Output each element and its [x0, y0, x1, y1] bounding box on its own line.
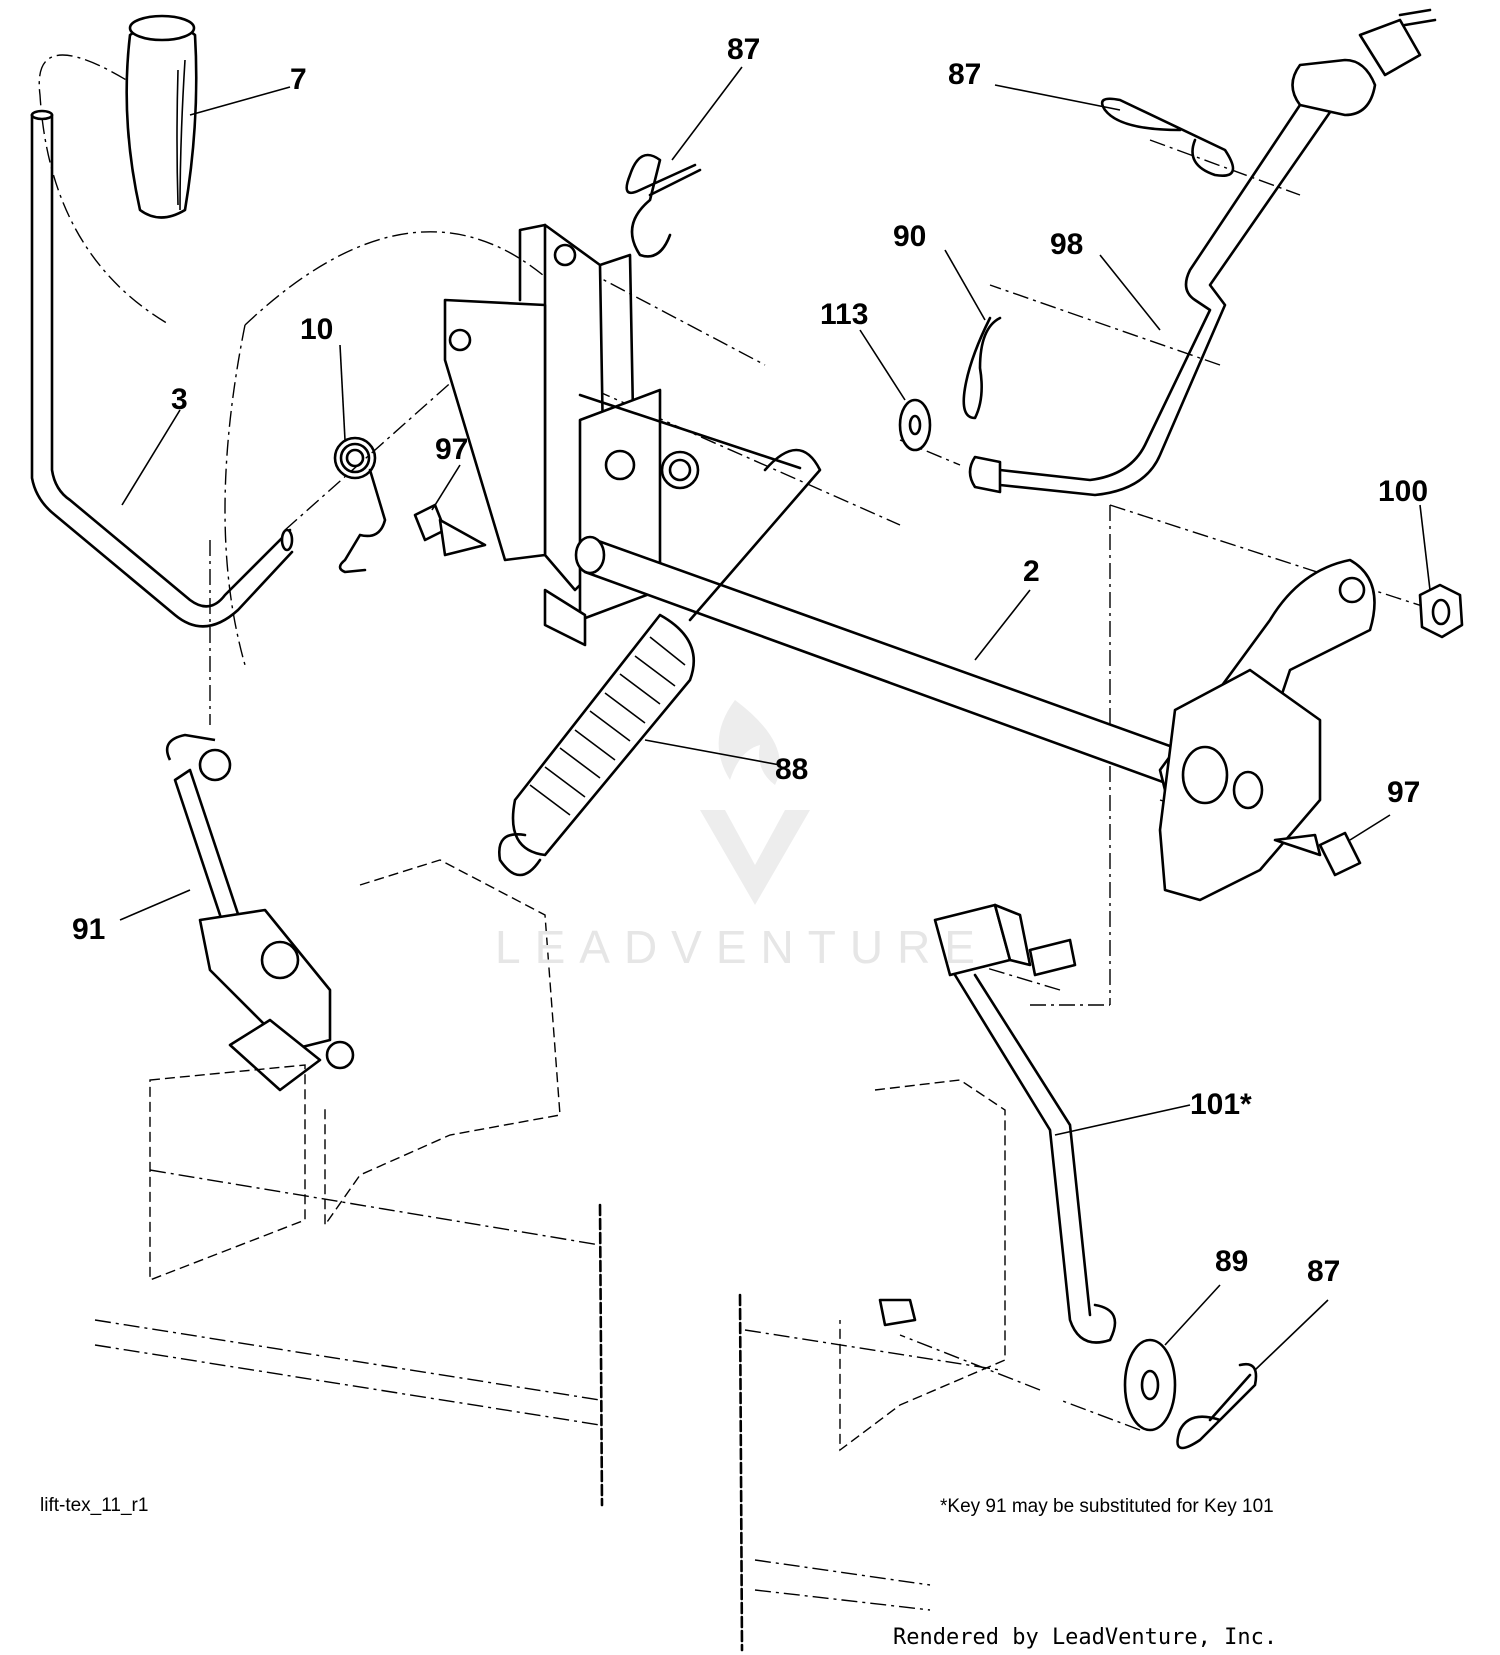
part-113-washer: [898, 398, 932, 452]
watermark-text: LEADVENTURE: [495, 921, 989, 973]
diagram-id: lift-tex_11_r1: [40, 1495, 149, 1516]
deck-bracket-right: [738, 1079, 1006, 1652]
part-97-bolt-right: [1273, 831, 1362, 877]
footnote: *Key 91 may be substituted for Key 101: [940, 1496, 1274, 1517]
deck-bracket-left: [94, 859, 604, 1507]
callout-97-left: 97: [435, 433, 469, 466]
callout-87-top: 87: [727, 33, 761, 66]
callout-2: 2: [1023, 555, 1040, 588]
part-89-washer: [1123, 1338, 1177, 1432]
callout-87-bottom: 87: [1307, 1255, 1341, 1288]
part-87-clip-top: [625, 153, 702, 258]
part-87-clip-upper-right: [1100, 97, 1235, 177]
callout-10: 10: [300, 313, 334, 346]
part-88-extension-spring: [497, 613, 695, 877]
callout-88: 88: [775, 753, 809, 786]
part-10-spring: [333, 436, 387, 574]
part-7-grip: [125, 14, 198, 219]
callout-7: 7: [290, 63, 307, 96]
callout-89: 89: [1215, 1245, 1249, 1278]
part-101-lift-link: [933, 903, 1117, 1344]
callout-87-upper-right: 87: [948, 58, 982, 91]
leader-lines: [119, 66, 1431, 1371]
callout-3: 3: [171, 383, 188, 416]
callout-113: 113: [820, 298, 869, 331]
callout-100: 100: [1378, 475, 1429, 508]
callout-91: 91: [72, 913, 106, 946]
part-91-lift-link: [165, 733, 355, 1092]
part-97-bolt-left: [413, 503, 487, 557]
part-100-nut: [1418, 583, 1464, 639]
watermark-logo: [700, 700, 810, 905]
callout-97-right: 97: [1387, 776, 1421, 809]
credit: Rendered by LeadVenture, Inc.: [893, 1625, 1278, 1650]
part-87-clip-bottom: [1176, 1362, 1258, 1450]
part-90-cotter: [962, 316, 1002, 420]
callout-98: 98: [1050, 228, 1084, 261]
part-98-link-rod: [968, 8, 1437, 497]
callout-101: 101*: [1190, 1088, 1252, 1121]
frame-bracket: [443, 223, 700, 647]
part-3-lift-handle: [30, 109, 294, 628]
callout-90: 90: [893, 220, 927, 253]
